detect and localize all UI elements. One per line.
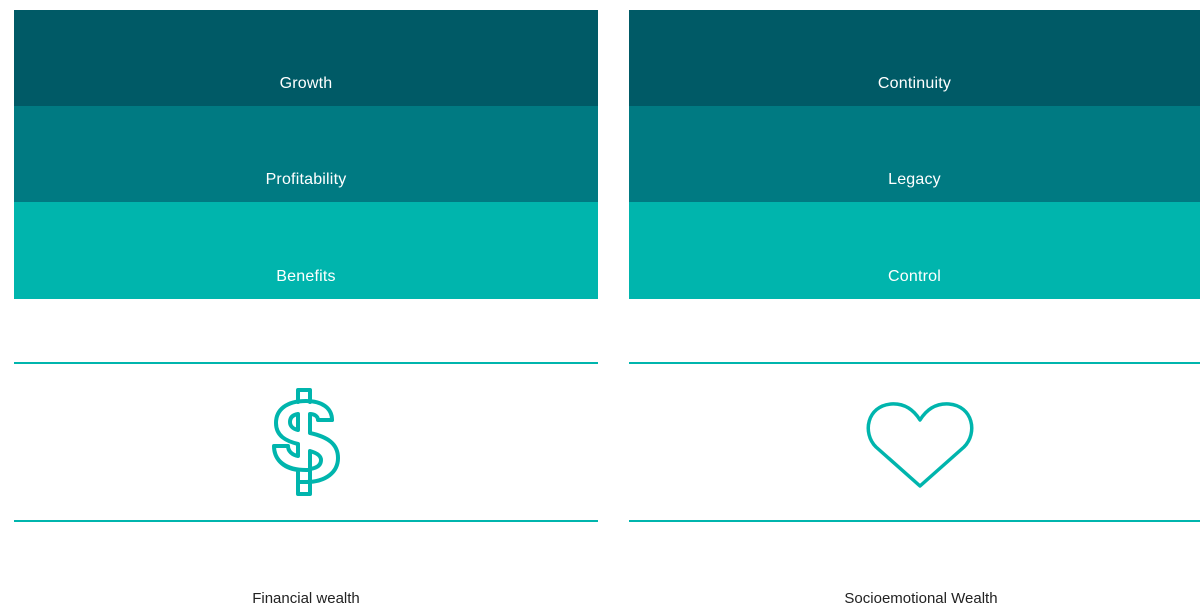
band-profitability: Profitability xyxy=(14,106,598,202)
band-continuity: Continuity xyxy=(629,10,1200,106)
financial-wealth-stack: Growth Profitability Benefits xyxy=(14,10,598,299)
band-label: Continuity xyxy=(877,75,952,92)
divider xyxy=(629,520,1200,522)
band-label: Benefits xyxy=(276,268,336,285)
band-label: Legacy xyxy=(888,171,941,188)
socioemotional-wealth-stack: Continuity Legacy Control xyxy=(629,10,1200,299)
band-label: Profitability xyxy=(265,171,347,188)
band-control: Control xyxy=(629,202,1200,299)
financial-wealth-caption: Financial wealth xyxy=(252,590,360,607)
divider xyxy=(629,362,1200,364)
heart-icon xyxy=(866,402,974,488)
band-label: Control xyxy=(888,268,941,285)
band-growth: Growth xyxy=(14,10,598,106)
band-label: Growth xyxy=(279,75,333,92)
dollar-icon xyxy=(272,388,340,496)
socioemotional-wealth-caption: Socioemotional Wealth xyxy=(844,590,998,607)
band-benefits: Benefits xyxy=(14,202,598,299)
band-legacy: Legacy xyxy=(629,106,1200,202)
divider xyxy=(14,520,598,522)
divider xyxy=(14,362,598,364)
